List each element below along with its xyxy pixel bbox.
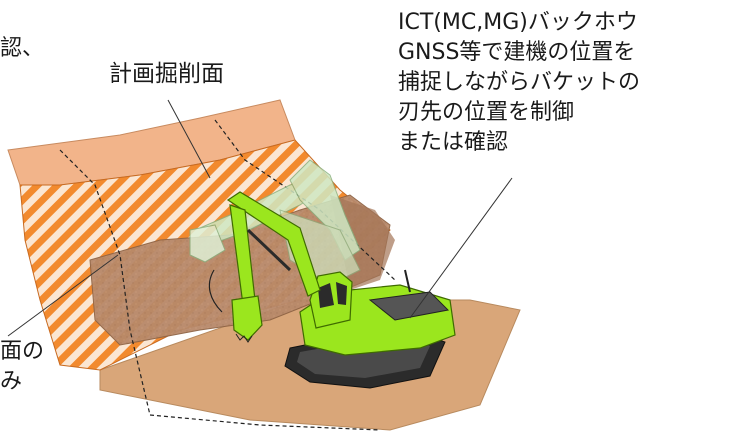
bottom-left-fragment-label: 面の み xyxy=(0,337,44,397)
excavator-icon xyxy=(226,191,456,389)
planned-excavation-surface-label: 計画掘削面 xyxy=(109,61,224,87)
leader-line-plan xyxy=(167,99,211,179)
bucket-motion-arc xyxy=(208,269,223,313)
ict-note-line: 刃先の位置を制御 xyxy=(398,100,575,125)
ict-note-line: または確認 xyxy=(398,130,509,155)
leader-line-ict xyxy=(409,177,513,319)
bottom-left-line: み xyxy=(0,369,23,394)
ict-note-line: 捕捉しながらバケットの xyxy=(398,70,641,95)
design-dash-line-bottom xyxy=(149,414,381,431)
bottom-left-line: 面の xyxy=(0,339,45,364)
ict-backhoe-note: ICT(MC,MG)バックホウ GNSS等で建機の位置を 捕捉しながらバケットの… xyxy=(398,8,640,158)
ict-note-line: ICT(MC,MG)バックホウ xyxy=(398,10,638,35)
top-left-fragment-label: 認、 xyxy=(0,36,45,61)
ict-note-line: GNSS等で建機の位置を xyxy=(398,40,636,65)
leader-line-bottom-left xyxy=(7,254,119,337)
